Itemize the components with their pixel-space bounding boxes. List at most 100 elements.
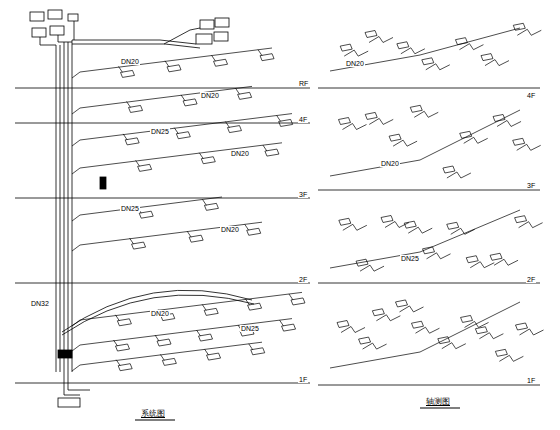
pipe-branch [497, 120, 521, 126]
fan-coil-unit [389, 134, 401, 141]
pipe-size: DN25 [150, 128, 170, 135]
pipe-size: DN20 [150, 310, 170, 317]
fan-coil-unit [338, 118, 350, 125]
pipe-branch [341, 327, 365, 333]
pipe-branch [414, 111, 438, 117]
fan-coil-unit [189, 235, 203, 242]
fan-coil-unit [411, 321, 423, 328]
fan-coil-unit [337, 321, 349, 328]
floor-label: 2F [526, 276, 536, 283]
fan-coil-unit [365, 112, 377, 119]
fan-coil-unit [238, 92, 252, 99]
pipe-size: DN32 [30, 300, 50, 307]
pipe-branch [344, 50, 368, 56]
fan-coil-unit [381, 215, 393, 222]
pipe-branch [376, 315, 400, 321]
pipe-size: DN25 [120, 205, 140, 212]
fan-coil-unit [461, 315, 473, 322]
fan-coil-unit [359, 337, 371, 344]
pipe-branch [369, 36, 393, 42]
fan-coil-unit [443, 166, 455, 173]
pipe-size: DN20 [345, 60, 365, 67]
pipe-branch [470, 262, 494, 268]
fan-coil-unit [372, 309, 384, 316]
main-pipe [330, 110, 520, 176]
fan-coil-unit [157, 339, 171, 346]
fan-coil-unit [396, 300, 408, 307]
pipe-branch [72, 319, 292, 351]
fan-coil-unit [121, 70, 135, 77]
fan-coil-unit [516, 323, 528, 330]
pipe-branch [343, 224, 367, 230]
fan-coil-unit [138, 164, 152, 171]
fan-coil-unit [282, 324, 296, 331]
floor-label: 1F [298, 376, 308, 383]
pipe-branch [442, 343, 466, 349]
pipe-branch [519, 222, 543, 228]
pipe-branch [451, 228, 475, 234]
pipe-branch [459, 44, 483, 50]
pipe-branch [72, 114, 292, 146]
fan-coil-unit [167, 65, 181, 72]
main-pipe [330, 28, 520, 71]
fan-coil-unit [118, 364, 132, 371]
fan-coil-unit [279, 119, 293, 126]
fan-coil-unit [125, 138, 139, 145]
fan-coil-unit [129, 105, 143, 112]
pipe-branch [427, 253, 451, 259]
main-pipe [330, 302, 520, 368]
fan-coil-unit [475, 327, 487, 334]
drawing-title: 系统图 [140, 410, 166, 418]
fan-coil-unit [139, 211, 153, 218]
floor-label: 4F [298, 116, 308, 123]
fan-coil-unit [183, 99, 197, 106]
fan-coil-unit [291, 298, 305, 305]
fan-coil-unit [201, 157, 215, 164]
fan-coil-unit [397, 42, 409, 49]
pipe-branch [520, 329, 544, 335]
pipe-branch [401, 48, 425, 54]
main-pipe [330, 210, 520, 268]
fan-coil-unit [117, 319, 131, 326]
pipe-branch [360, 265, 384, 271]
fan-coil-unit [365, 30, 377, 37]
pipe-branch [393, 140, 417, 146]
pipe-size: DN25 [400, 255, 420, 262]
pipe-branch [415, 327, 439, 333]
fan-coil-unit [227, 126, 241, 133]
pipe-branch [72, 197, 222, 221]
fan-coil-unit [410, 105, 422, 112]
pipe-branch [408, 227, 432, 233]
fan-coil-unit [265, 149, 279, 156]
pipe-branch [363, 343, 387, 349]
fan-coil-unit [247, 228, 261, 235]
floor-label: 3F [298, 191, 308, 198]
fan-coil-unit [199, 334, 213, 341]
floor-label: 3F [526, 182, 536, 189]
fan-coil-unit [132, 242, 146, 249]
fan-coil-unit [251, 348, 265, 355]
pipe-branch [72, 342, 262, 371]
fan-coil-unit [495, 349, 507, 356]
drawing-title: 轴测图 [425, 398, 451, 406]
pipe-branch [72, 143, 282, 174]
fan-coil-unit [176, 132, 190, 139]
pipe-branch [499, 355, 523, 361]
fan-coil-unit [513, 138, 525, 145]
pipe-branch [72, 48, 272, 78]
pipe-branch [517, 29, 541, 35]
pipe-branch [369, 118, 393, 124]
fan-coil-unit [248, 303, 262, 310]
fan-coil-unit [339, 218, 351, 225]
floor-label: 1F [526, 377, 536, 384]
pipe-size: DN25 [240, 325, 260, 332]
fan-coil-unit [447, 222, 459, 229]
floor-label: 2F [298, 276, 308, 283]
fan-coil-unit [422, 58, 434, 65]
fan-coil-unit [204, 203, 218, 210]
pipe-size: DN20 [230, 150, 250, 157]
pipe-branch [426, 64, 450, 70]
floor-label: 4F [526, 92, 536, 99]
